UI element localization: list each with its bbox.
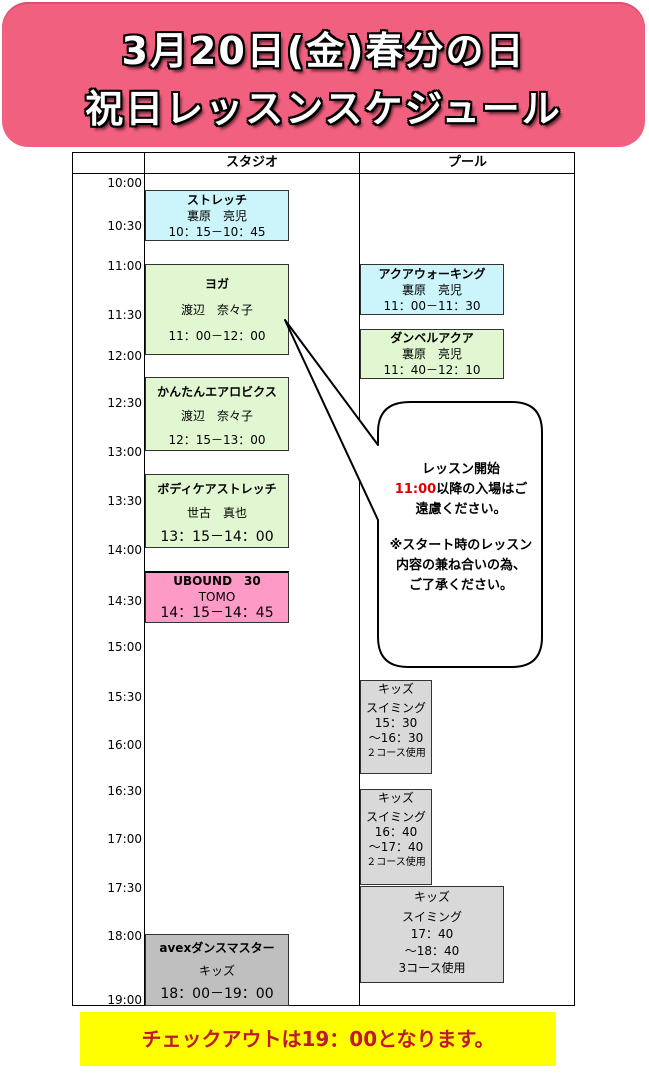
- lesson-line: キッズ: [377, 682, 414, 696]
- lesson-name: ヨガ: [204, 277, 229, 291]
- title-banner: 3月20日(金)春分の日 祝日レッスンスケジュール: [2, 2, 645, 147]
- lesson-stretch[interactable]: ストレッチ 裏原 亮児 10：15－10：45: [145, 190, 289, 241]
- checkout-time: 19：00: [301, 1027, 378, 1051]
- lesson-instructor: 裏原 亮児: [401, 347, 462, 361]
- lesson-name: UBOUND 30: [173, 574, 261, 588]
- lesson-line: ２コース使用: [366, 857, 426, 868]
- time-label: 15:00: [107, 640, 142, 654]
- callout-line: 内容の兼ね合いの為、: [395, 558, 526, 573]
- time-label: 10:30: [107, 219, 142, 233]
- time-label: 12:00: [107, 349, 142, 363]
- lesson-name: ボディケアストレッチ: [157, 482, 277, 496]
- time-label: 18:00: [107, 929, 142, 943]
- time-label: 19:00: [107, 993, 142, 1007]
- time-label: 17:00: [107, 832, 142, 846]
- lesson-kids-swimming-1[interactable]: キッズ スイミング 15：30 ～16：30 ２コース使用: [360, 680, 432, 774]
- lesson-time: 13：15－14：00: [160, 529, 274, 545]
- callout-line: レッスン開始: [421, 462, 500, 477]
- time-label: 15:30: [107, 690, 142, 704]
- callout-line: 遠慮ください。: [415, 502, 507, 517]
- lesson-aqua-walking[interactable]: アクアウォーキング 裏原 亮児 11：00－11：30: [360, 264, 504, 315]
- lesson-kids-swimming-3[interactable]: キッズ スイミング 17：40 ～18：40 3コース使用: [360, 886, 504, 983]
- schedule-table: [72, 152, 575, 1006]
- lesson-instructor: 裏原 亮児: [186, 209, 247, 223]
- header-divider: [72, 173, 575, 174]
- lesson-line: 15：30: [374, 716, 418, 730]
- title-line-2: 祝日レッスンスケジュール: [85, 87, 562, 131]
- time-label: 16:00: [107, 738, 142, 752]
- time-label: 13:00: [107, 445, 142, 459]
- callout-text: レッスン開始 11:00以降の入場はご 遠慮ください。 ※スタート時のレッスン …: [380, 460, 542, 596]
- lesson-time: 11：40－12：10: [383, 363, 481, 377]
- lesson-line: キッズ: [377, 791, 414, 805]
- lesson-time: 18：00－19：00: [160, 986, 274, 1002]
- lesson-line: ～18：40: [404, 944, 460, 958]
- lesson-time: 12：15－13：00: [168, 433, 266, 447]
- lesson-name: ダンベルアクア: [390, 331, 474, 345]
- lesson-line: 3コース使用: [398, 961, 466, 975]
- lesson-time: 11：00－11：30: [383, 299, 481, 313]
- title-line-1: 3月20日(金)春分の日: [121, 29, 526, 73]
- lesson-time: 14：15－14：45: [160, 605, 274, 621]
- callout-line: 以降の入場はご: [436, 482, 528, 497]
- column-header-studio: スタジオ: [225, 155, 278, 170]
- lesson-time: 11：00－12：00: [168, 329, 266, 343]
- lesson-line: 17：40: [410, 927, 454, 941]
- lesson-line: キッズ: [413, 890, 450, 904]
- lesson-instructor: キッズ: [198, 964, 235, 978]
- column-divider-time: [144, 152, 145, 1006]
- lesson-name: avexダンスマスター: [159, 941, 275, 955]
- lesson-yoga[interactable]: ヨガ 渡辺 奈々子 11：00－12：00: [145, 264, 289, 355]
- lesson-line: ～17：40: [368, 840, 424, 854]
- lesson-instructor: 渡辺 奈々子: [180, 303, 253, 317]
- lesson-line: 16：40: [374, 825, 418, 839]
- checkout-text: チェックアウトは: [141, 1027, 302, 1051]
- time-label: 13:30: [107, 494, 142, 508]
- lesson-time: 10：15－10：45: [168, 225, 266, 239]
- lesson-name: かんたんエアロビクス: [157, 385, 277, 399]
- checkout-text-end: となります。: [377, 1027, 495, 1051]
- time-label: 11:00: [107, 259, 142, 273]
- lesson-line: スイミング: [365, 810, 426, 824]
- lesson-line: ～16：30: [368, 731, 424, 745]
- lesson-name: アクアウォーキング: [378, 267, 486, 281]
- callout-line: ※スタート時のレッスン: [389, 538, 533, 553]
- lesson-instructor: 渡辺 奈々子: [180, 409, 253, 423]
- column-header-pool: プール: [447, 155, 487, 170]
- lesson-body-care-stretch[interactable]: ボディケアストレッチ 世古 真也 13：15－14：00: [145, 474, 289, 548]
- time-label: 16:30: [107, 784, 142, 798]
- callout-line-2: 11:00以降の入場はご: [380, 480, 542, 500]
- checkout-notice: チェックアウトは19：00となります。: [80, 1012, 556, 1066]
- lesson-line: スイミング: [401, 910, 462, 924]
- time-label: 17:30: [107, 881, 142, 895]
- lesson-easy-aerobics[interactable]: かんたんエアロビクス 渡辺 奈々子 12：15－13：00: [145, 377, 289, 451]
- lesson-instructor: 世古 真也: [186, 506, 247, 520]
- time-label: 10:00: [107, 176, 142, 190]
- time-label: 14:30: [107, 594, 142, 608]
- callout-time: 11:00: [394, 482, 437, 497]
- lesson-dumbbell-aqua[interactable]: ダンベルアクア 裏原 亮児 11：40－12：10: [360, 329, 504, 379]
- lesson-line: スイミング: [365, 701, 426, 715]
- lesson-instructor: 裏原 亮児: [401, 283, 462, 297]
- lesson-instructor: TOMO: [198, 590, 236, 604]
- column-divider-pool: [359, 152, 360, 1006]
- time-label: 11:30: [107, 308, 142, 322]
- time-label: 14:00: [107, 543, 142, 557]
- time-label: 12:30: [107, 396, 142, 410]
- lesson-line: ２コース使用: [366, 748, 426, 759]
- lesson-avex-dance[interactable]: avexダンスマスター キッズ 18：00－19：00: [145, 934, 289, 1006]
- callout-spacer: [380, 520, 542, 536]
- lesson-kids-swimming-2[interactable]: キッズ スイミング 16：40 ～17：40 ２コース使用: [360, 789, 432, 885]
- lesson-name: ストレッチ: [186, 193, 247, 207]
- callout-line: ご了承ください。: [408, 578, 513, 593]
- lesson-ubound[interactable]: UBOUND 30 TOMO 14：15－14：45: [145, 571, 289, 623]
